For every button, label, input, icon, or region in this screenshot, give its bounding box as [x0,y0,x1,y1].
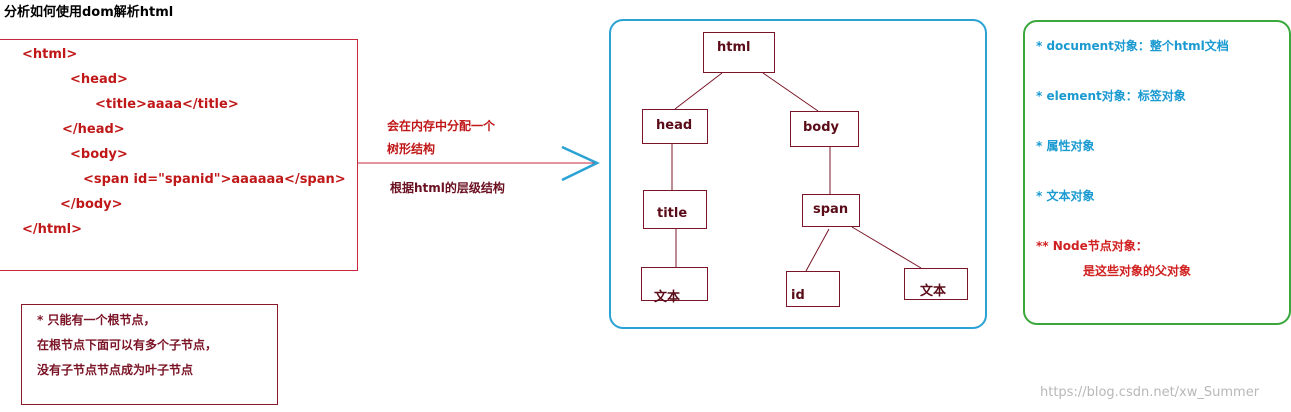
code-line-html-close: </html> [22,222,83,237]
edge-span-text [851,226,922,269]
edge-span-id [805,228,830,272]
type-node-desc: 是这些对象的父对象 [1083,264,1192,278]
type-document: * document对象：整个html文档 [1036,39,1229,53]
type-attribute: * 属性对象 [1036,139,1095,153]
tree-node-body: body [790,111,859,147]
dom-tree-box [609,19,987,329]
arrow-head [561,145,600,182]
type-node: ** Node节点对象： [1036,239,1148,253]
root-node-note-box [21,304,278,405]
object-types-box [1023,20,1291,325]
code-line-title: <title>aaaa</title> [95,97,239,112]
tree-node-text-left: 文本 [641,267,708,305]
code-line-body-open: <body> [70,147,128,162]
note-line-1: * 只能有一个根节点， [37,313,156,327]
type-text: * 文本对象 [1036,189,1095,203]
code-line-body-close: </body> [60,197,123,212]
arrow-label-tree: 树形结构 [387,142,436,156]
code-line-span: <span id="spanid">aaaaaa</span> [83,172,346,187]
tree-node-title: title [643,190,707,229]
tree-node-text-right: 文本 [904,268,968,300]
html-code-box [0,39,358,271]
code-line-head-close: </head> [62,122,125,137]
edge-html-body [762,72,819,112]
tree-node-id: id [786,271,840,307]
tree-node-span: span [802,194,860,227]
code-line-head-open: <head> [70,72,128,87]
edge-html-head [674,72,723,110]
code-line-html-open: <html> [22,47,78,62]
note-line-3: 没有子节点节点成为叶子节点 [37,363,194,377]
arrow-label-memory: 会在内存中分配一个 [387,119,496,133]
tree-node-head: head [642,109,708,144]
tree-node-html: html [703,32,775,73]
arrow-label-hierarchy: 根据html的层级结构 [390,181,505,195]
page-title: 分析如何使用dom解析html [4,5,174,20]
note-line-2: 在根节点下面可以有多个子节点， [37,338,218,352]
watermark: https://blog.csdn.net/xw_Summer [1040,385,1260,400]
type-element: * element对象：标签对象 [1036,89,1186,103]
